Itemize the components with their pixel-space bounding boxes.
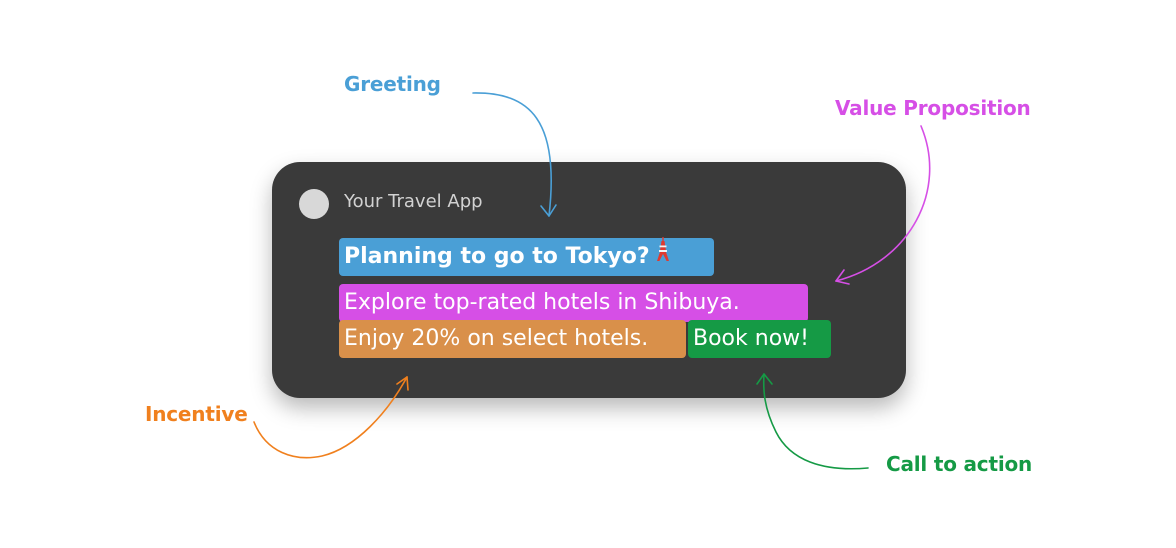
incentive-label: Incentive (145, 402, 248, 426)
app-avatar (299, 189, 329, 219)
book-now-button[interactable]: Book now! (688, 320, 831, 358)
app-name: Your Travel App (344, 191, 483, 212)
value-proposition-label: Value Proposition (835, 96, 1031, 120)
notification-title: Planning to go to Tokyo? (344, 244, 650, 269)
greeting-label: Greeting (344, 72, 441, 96)
incentive-highlight: Enjoy 20% on select hotels. (339, 320, 686, 358)
tokyo-tower-icon (656, 236, 670, 274)
notification-card[interactable]: Your Travel App Planning to go to Tokyo?… (272, 162, 906, 398)
value-proposition-highlight: Explore top-rated hotels in Shibuya. (339, 284, 808, 322)
call-to-action-label: Call to action (886, 452, 1033, 476)
greeting-highlight: Planning to go to Tokyo? (339, 236, 714, 276)
